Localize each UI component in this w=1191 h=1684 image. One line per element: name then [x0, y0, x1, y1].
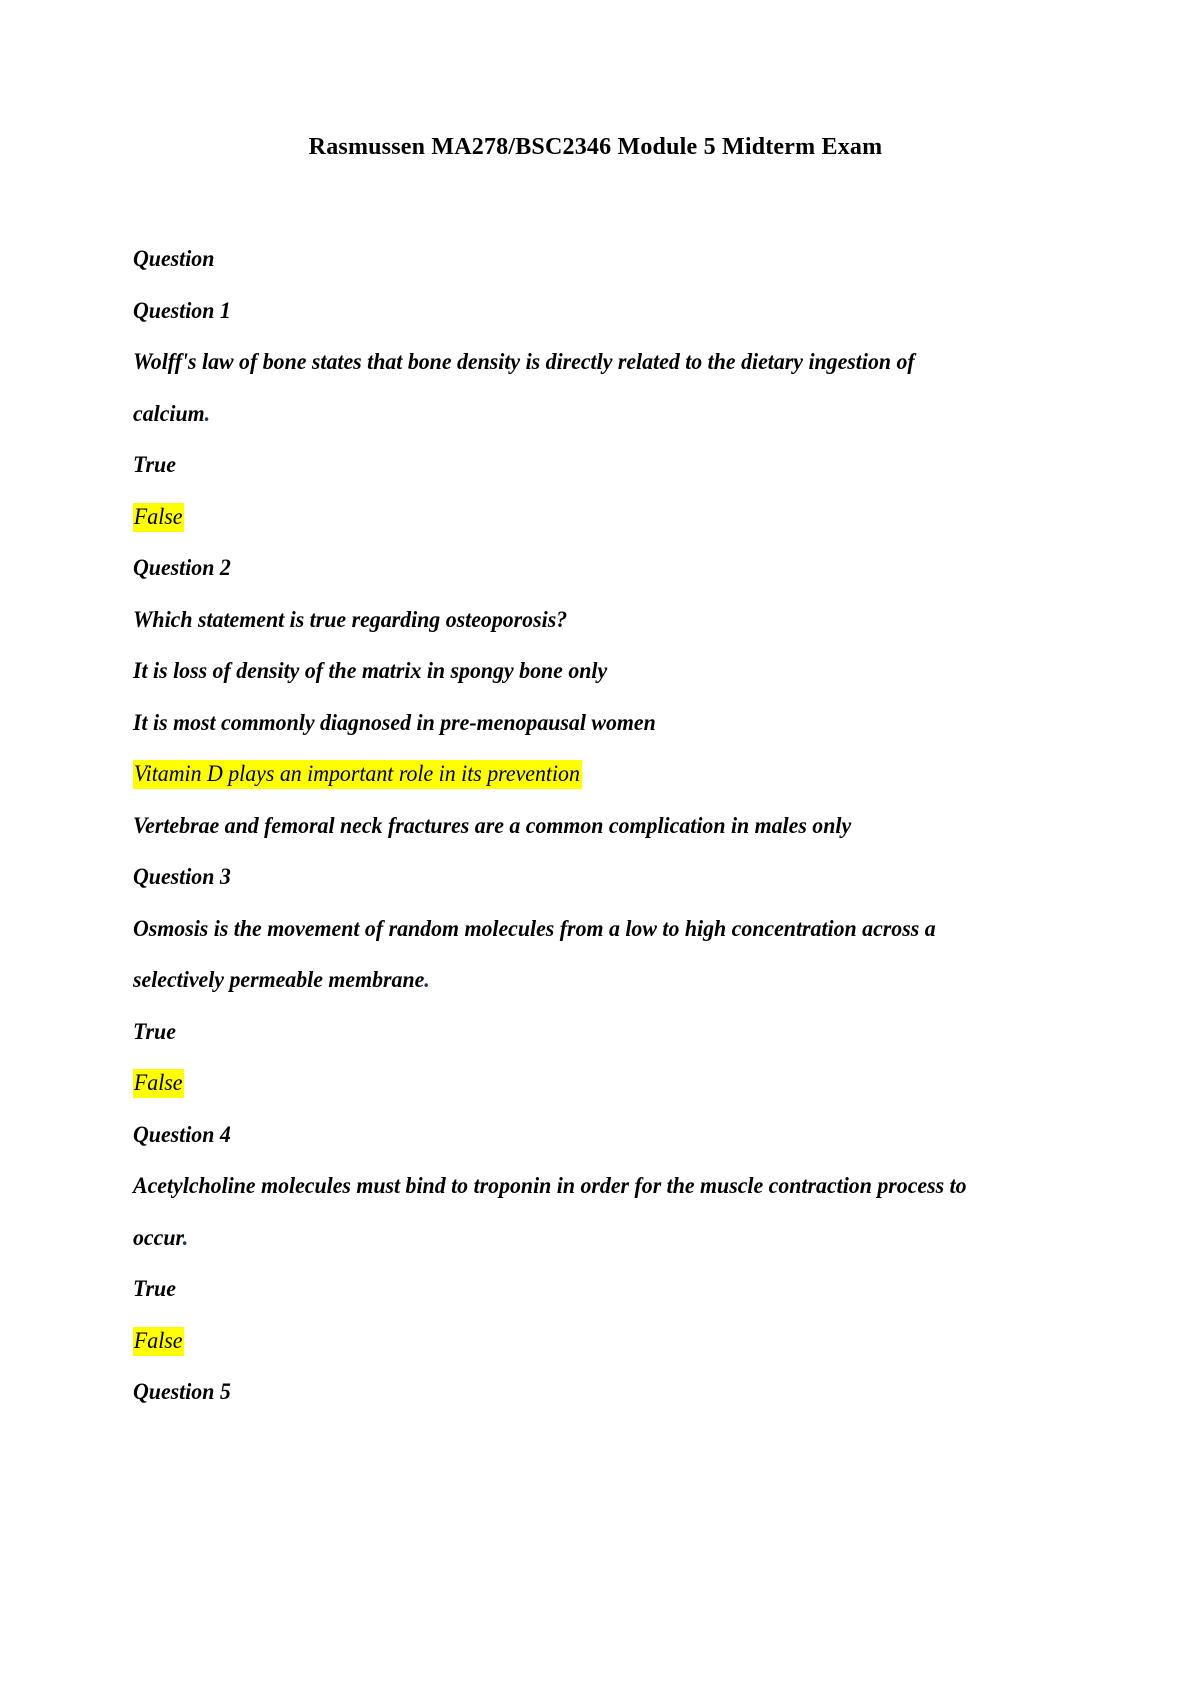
line-text: Question: [133, 246, 215, 272]
line-text: It is most commonly diagnosed in pre-men…: [133, 709, 656, 736]
line-text: True: [133, 1276, 176, 1302]
page-title: Rasmussen MA278/BSC2346 Module 5 Midterm…: [308, 134, 883, 160]
line-text: Acetylcholine molecules must bind to tro…: [133, 1173, 967, 1199]
line-text: Which statement is true regarding osteop…: [133, 606, 568, 633]
text-line: Question: [133, 234, 951, 286]
line-text: Wolff's law of bone states that bone den…: [133, 349, 915, 375]
question-3-stem-line-1: Osmosis is the movement of random molecu…: [133, 904, 951, 956]
question-1-stem-line-2: calcium.: [133, 389, 951, 441]
sentence-period: .: [424, 967, 430, 993]
line-text: True: [133, 1018, 176, 1045]
line-text: occur.: [133, 1224, 189, 1251]
question-number-1: Question 1: [133, 286, 951, 338]
line-text: True: [133, 452, 176, 478]
question-4-stem-line-2: occur.: [133, 1213, 951, 1265]
sentence-period: .: [182, 1224, 189, 1251]
question-number-3: Question 3: [133, 852, 951, 904]
exam-body: Question Question 1 Wolff's law of bone …: [133, 234, 1013, 1419]
question-3-option-true[interactable]: True: [133, 1007, 951, 1059]
sentence-period: .: [204, 400, 211, 427]
question-3-stem-line-2: selectively permeable membrane.: [133, 955, 951, 1007]
line-text: Vertebrae and femoral neck fractures are…: [133, 812, 852, 839]
question-number-2: Question 2: [133, 543, 951, 595]
line-text: False: [133, 1326, 185, 1356]
question-1-option-true[interactable]: True: [133, 440, 951, 492]
line-text: Osmosis is the movement of random molecu…: [133, 915, 936, 942]
line-text: False: [133, 502, 185, 532]
line-text: Question 1: [133, 297, 231, 324]
question-2-option-b[interactable]: It is most commonly diagnosed in pre-men…: [133, 698, 951, 750]
line-text: It is loss of density of the matrix in s…: [133, 658, 608, 684]
question-1-option-false[interactable]: False: [133, 492, 951, 544]
question-2-option-a[interactable]: It is loss of density of the matrix in s…: [133, 646, 951, 698]
line-text: Question 2: [133, 555, 231, 581]
question-number-5: Question 5: [133, 1367, 951, 1419]
question-4-stem-line-1: Acetylcholine molecules must bind to tro…: [133, 1161, 967, 1213]
line-text: Vitamin D plays an important role in its…: [133, 760, 582, 789]
line-text: Question 4: [133, 1121, 231, 1148]
question-number-4: Question 4: [133, 1110, 951, 1162]
question-1-stem-line-1: Wolff's law of bone states that bone den…: [133, 337, 951, 389]
line-text: False: [133, 1069, 185, 1098]
question-4-option-false[interactable]: False: [133, 1316, 951, 1368]
line-text: Question 3: [133, 864, 231, 890]
line-text: Question 5: [133, 1379, 231, 1405]
line-text: calcium.: [133, 400, 211, 427]
question-2-stem: Which statement is true regarding osteop…: [133, 595, 951, 647]
question-2-option-d[interactable]: Vertebrae and femoral neck fractures are…: [133, 801, 951, 853]
question-3-option-false[interactable]: False: [133, 1058, 951, 1110]
question-2-option-c[interactable]: Vitamin D plays an important role in its…: [133, 749, 951, 801]
question-4-option-true[interactable]: True: [133, 1264, 951, 1316]
line-text: selectively permeable membrane.: [133, 967, 430, 993]
